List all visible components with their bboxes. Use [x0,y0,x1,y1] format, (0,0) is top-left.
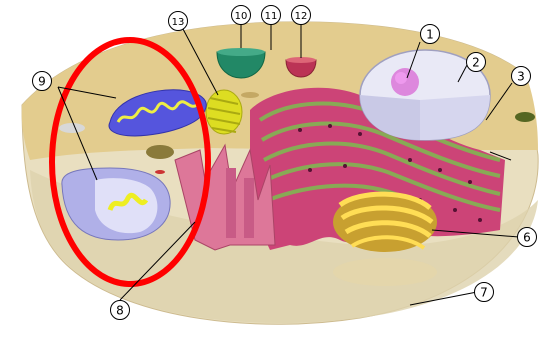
svg-text:8: 8 [116,304,124,318]
vesicle [59,123,85,133]
callout-8: 8 [111,301,130,320]
callout-13: 13 [169,12,188,31]
organelle-13-yellow [206,90,242,134]
callout-7: 7 [475,283,494,302]
svg-text:12: 12 [295,11,308,22]
vesicle [155,170,165,174]
vesicle [146,145,174,159]
callout-9: 9 [33,72,52,91]
callout-11: 11 [262,6,281,25]
callout-12: 12 [292,6,311,25]
svg-text:2: 2 [472,56,480,70]
svg-text:11: 11 [265,11,278,22]
vesicle [241,92,259,98]
golgi-apparatus [333,192,437,286]
svg-text:9: 9 [38,75,46,89]
svg-text:3: 3 [517,70,525,84]
callout-2: 2 [467,53,486,72]
callout-1: 1 [421,25,440,44]
svg-text:10: 10 [235,11,248,22]
vesicle [515,112,535,122]
svg-text:7: 7 [480,286,488,300]
callout-3: 3 [512,67,531,86]
callout-6: 6 [518,228,537,247]
organelle-10-top [217,48,265,56]
callout-10: 10 [232,6,251,25]
svg-text:6: 6 [523,231,531,245]
svg-text:13: 13 [172,17,185,28]
svg-text:1: 1 [426,28,434,42]
